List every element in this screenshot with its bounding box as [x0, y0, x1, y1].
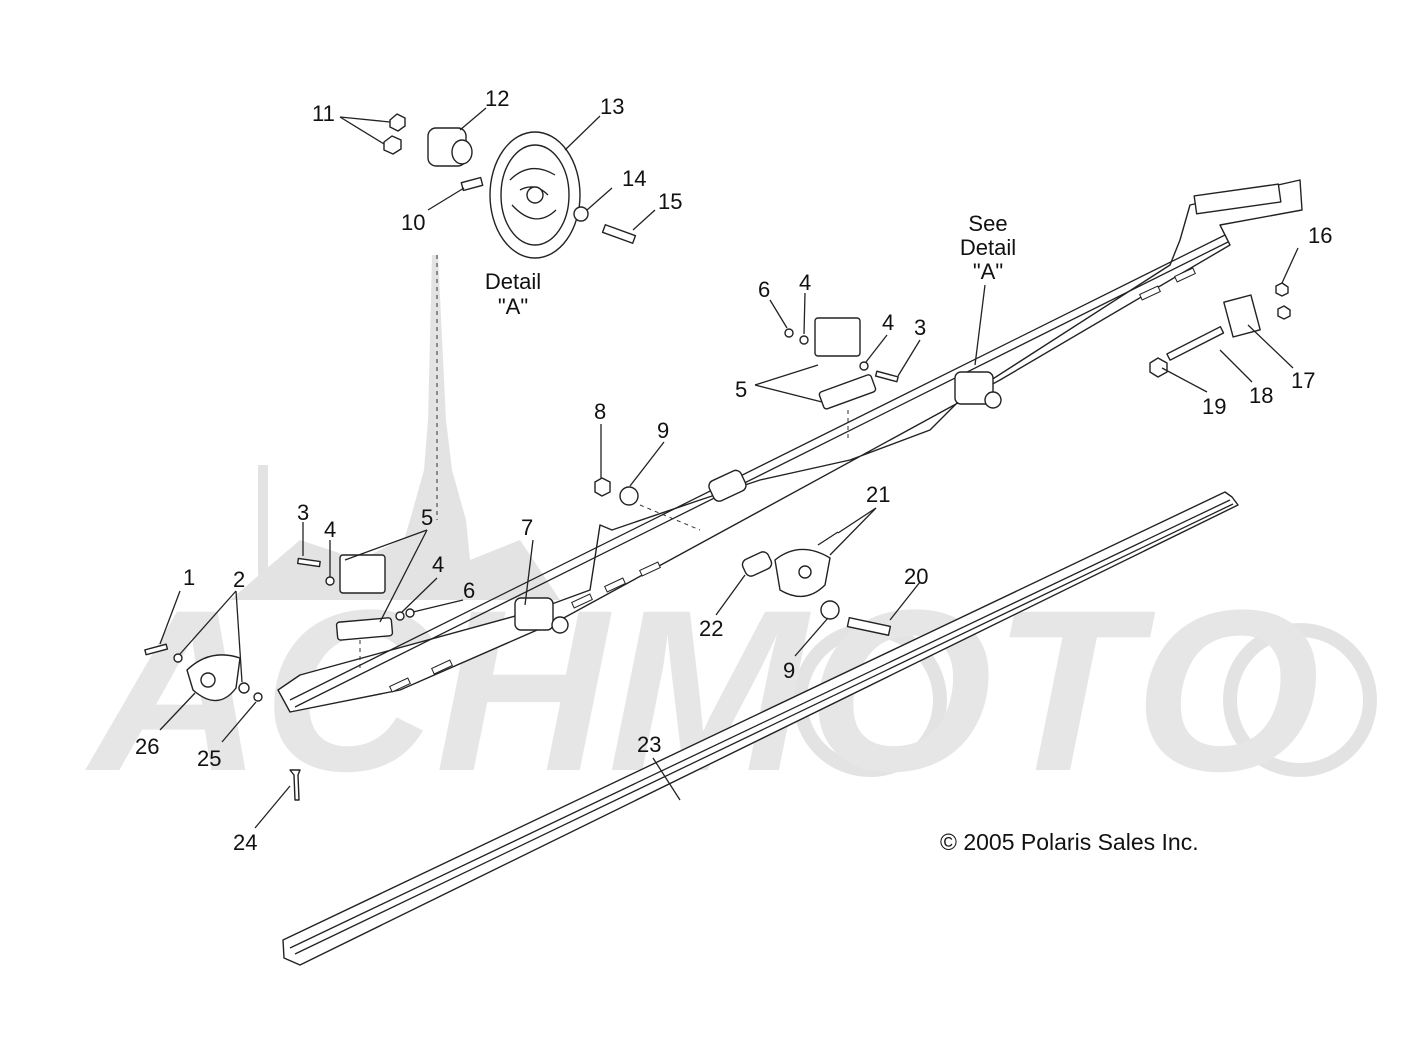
bolt-3-upper	[874, 370, 899, 383]
washer-4-lower-a	[325, 576, 335, 586]
callout-24: 24	[233, 830, 257, 855]
shaft-18	[1166, 326, 1225, 361]
bolt-19	[1149, 357, 1168, 378]
callout-15: 15	[658, 189, 682, 214]
bolt-3-lower	[296, 557, 321, 568]
slider-5-lower	[335, 617, 394, 641]
nut-11-b	[383, 135, 402, 155]
callout-20: 20	[904, 564, 928, 589]
callout-25: 25	[197, 746, 221, 771]
detail-a-line1: Detail	[485, 269, 541, 294]
callout-13: 13	[600, 94, 624, 119]
callout-26: 26	[135, 734, 159, 759]
slider-5-upper	[818, 374, 877, 410]
see-detail-line2: Detail	[960, 235, 1016, 260]
callout-5-lower: 5	[421, 505, 433, 530]
bolt-15	[601, 224, 637, 244]
rail-wheel-mount-front	[514, 597, 554, 631]
callouts: 1 2 3 3 4 4 4 4 5 5 6 6 7 8 9 9 10 11 12…	[135, 86, 1332, 855]
washer-4-lower-b	[395, 611, 405, 621]
callout-14: 14	[622, 166, 646, 191]
callout-4-lower-b: 4	[432, 552, 444, 577]
nut-6-lower	[405, 608, 415, 618]
nut-11-a	[389, 113, 406, 132]
callout-21: 21	[866, 482, 890, 507]
watermark-wheel-right	[1223, 623, 1377, 777]
washer-2-b	[238, 682, 250, 694]
center-hardware	[594, 477, 892, 636]
wear-block-5-upper	[814, 317, 861, 357]
nut-8	[594, 477, 611, 497]
bracket-17	[1223, 294, 1261, 338]
slide-rail	[282, 491, 1239, 966]
callout-9-lower: 9	[783, 658, 795, 683]
detail-a-label: Detail "A"	[485, 269, 541, 319]
callout-5-upper: 5	[735, 377, 747, 402]
rear-rail	[277, 179, 1303, 713]
callout-12: 12	[485, 86, 509, 111]
callout-4-upper-a: 4	[799, 270, 811, 295]
detail-a-line2: "A"	[498, 294, 528, 319]
callout-11: 11	[312, 101, 335, 126]
callout-18: 18	[1249, 383, 1273, 408]
see-detail-line1: See	[968, 211, 1007, 236]
nut-16-b	[1277, 305, 1291, 320]
watermark-spire	[398, 255, 470, 560]
washer-4-upper-a	[799, 335, 809, 345]
callout-23: 23	[637, 732, 661, 757]
callout-6-upper: 6	[758, 277, 770, 302]
bolt-20	[846, 617, 892, 636]
rail-handle-slot	[1193, 183, 1282, 215]
watermark-post	[258, 465, 268, 575]
wear-block-5-lower	[339, 554, 386, 594]
callout-19: 19	[1202, 394, 1226, 419]
bolt-10	[460, 176, 484, 192]
callout-8: 8	[594, 399, 606, 424]
washer-2-a	[173, 653, 183, 663]
washer-4-upper-b	[859, 361, 869, 371]
callout-16: 16	[1308, 223, 1332, 248]
washer-9-upper	[619, 486, 639, 506]
nut-16-a	[1275, 282, 1289, 297]
washer-9-lower	[820, 600, 840, 620]
callout-10: 10	[401, 210, 425, 235]
spacer-22	[741, 551, 773, 577]
rivet-24	[289, 769, 301, 801]
callout-6-lower: 6	[463, 578, 475, 603]
watermark-text: ACHMOTO	[85, 562, 1320, 819]
rail-wheel-mount-rear	[954, 371, 994, 405]
callout-1: 1	[183, 565, 195, 590]
callout-2: 2	[233, 567, 245, 592]
idler-wheel-assembly	[383, 113, 637, 520]
screw-1	[144, 643, 169, 656]
callout-17: 17	[1291, 368, 1315, 393]
watermark-skyline	[230, 530, 560, 600]
callout-22: 22	[699, 616, 723, 641]
rear-rail-body	[277, 179, 1303, 713]
callout-4-upper-b: 4	[882, 310, 894, 335]
nut-6-upper	[784, 328, 794, 338]
see-detail-a-label: See Detail "A"	[960, 211, 1016, 284]
callout-3-lower: 3	[297, 500, 309, 525]
callout-9-upper: 9	[657, 418, 669, 443]
callout-3-upper: 3	[914, 315, 926, 340]
rail-cross-shaft-tube	[708, 469, 747, 502]
front-hardware	[144, 554, 415, 801]
pin-21	[817, 531, 839, 546]
leader-lines	[159, 107, 1299, 829]
nut-25	[253, 692, 263, 702]
see-detail-line3: "A"	[973, 259, 1003, 284]
rear-hardware	[784, 282, 1291, 440]
washer-14	[573, 206, 589, 222]
callout-7: 7	[521, 515, 533, 540]
copyright-notice: © 2005 Polaris Sales Inc.	[940, 829, 1199, 855]
callout-4-lower-a: 4	[324, 517, 336, 542]
